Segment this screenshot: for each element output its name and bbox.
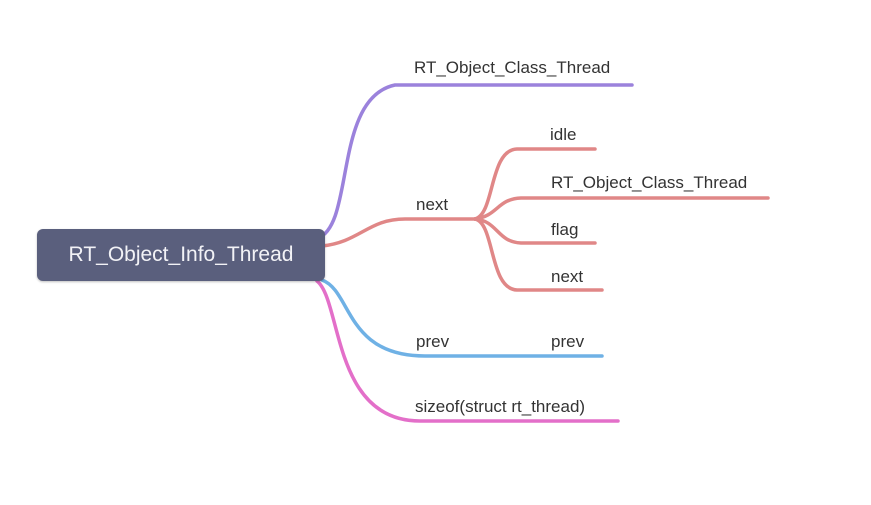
edge-root-to-sizeof [315,279,620,423]
edge-next-to-flag [473,217,597,245]
node-prev[interactable]: prev [416,332,450,351]
edge-root-to-rt-object-class-thread [316,83,634,240]
node-next-child-flag[interactable]: flag [551,220,579,239]
node-sizeof-struct-rt-thread[interactable]: sizeof(struct rt_thread) [415,397,586,416]
node-next[interactable]: next [416,195,449,214]
edge-next-to-idle [473,147,597,221]
node-next-child-next[interactable]: next [551,267,584,286]
node-prev-child-prev[interactable]: prev [551,332,585,351]
edge-next-to-next [473,217,604,292]
edge-root-to-next [320,217,477,248]
node-root[interactable]: RT_Object_Info_Thread [37,229,325,281]
node-rt-object-class-thread[interactable]: RT_Object_Class_Thread [414,58,611,77]
node-next-child-idle[interactable]: idle [550,125,577,144]
node-next-child-rt-object-class-thread[interactable]: RT_Object_Class_Thread [551,173,748,192]
edge-next-to-rt-object-class-thread [473,196,770,221]
edge-root-to-prev [320,278,604,358]
